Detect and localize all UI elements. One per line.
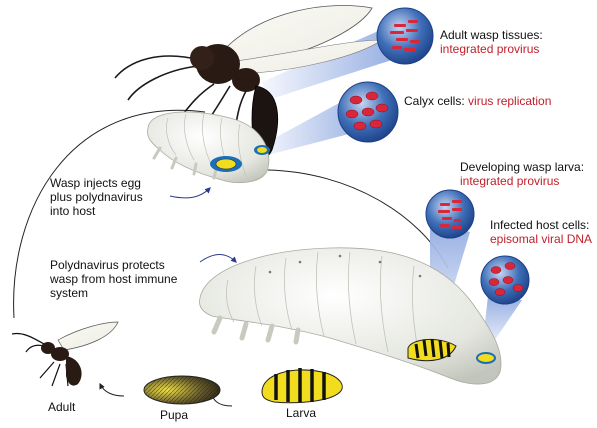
adult-wasp-small-icon (11, 321, 119, 387)
label-protect-step: Polydnavirus protects wasp from host imm… (50, 258, 177, 300)
label-adult: Adult (48, 400, 76, 414)
protect-line-3: system (50, 286, 89, 300)
calyx-circle (337, 81, 399, 143)
label-calyx-detail: virus replication (468, 94, 552, 108)
label-adult-tissues: Adult wasp tissues: integrated provirus (440, 28, 543, 56)
caterpillar-icon (147, 111, 270, 184)
inject-arrow (169, 187, 211, 199)
label-larva: Larva (286, 406, 317, 420)
label-host-cells-title: Infected host cells: (490, 218, 590, 232)
pupa-icon (143, 375, 221, 405)
label-developing-larva-detail: integrated provirus (460, 174, 560, 188)
host-cells-circle (480, 255, 530, 305)
label-developing-larva-title: Developing wasp larva: (460, 160, 585, 174)
protect-line-2: wasp from host immune (50, 272, 178, 286)
label-inject-step: Wasp injects egg plus polydnavirus into … (50, 176, 143, 218)
host-caterpillar-large (199, 247, 502, 385)
developing-larva-circle (425, 189, 475, 239)
label-developing-larva: Developing wasp larva: integrated provir… (460, 160, 584, 188)
cycle-arc-adult-to-host (13, 109, 206, 319)
label-pupa: Pupa (160, 408, 189, 422)
label-host-cells: Infected host cells: episomal viral DNA (490, 218, 592, 246)
adult-to-egg-arrow (99, 382, 125, 397)
label-calyx-title: Calyx cells: (404, 94, 465, 108)
label-adult-tissues-title: Adult wasp tissues: (440, 28, 543, 42)
virus-dna-icon (376, 7, 434, 65)
larva-icon (261, 368, 343, 404)
inject-line-1: Wasp injects egg (50, 176, 141, 190)
label-calyx: Calyx cells: virus replication (404, 94, 551, 108)
label-host-cells-detail: episomal viral DNA (490, 232, 593, 246)
protect-line-1: Polydnavirus protects (50, 258, 165, 272)
label-adult-tissues-detail: integrated provirus (440, 42, 540, 56)
inject-line-2: plus polydnavirus (50, 190, 143, 204)
protect-arrow (199, 254, 237, 263)
inject-line-3: into host (50, 204, 96, 218)
